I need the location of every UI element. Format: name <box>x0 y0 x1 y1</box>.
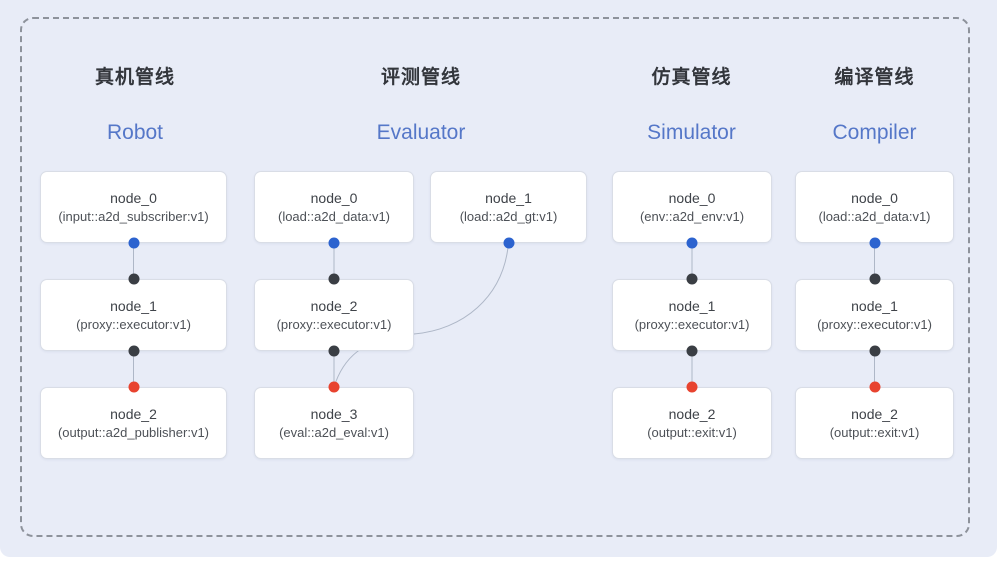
pipeline-title-zh-robot: 真机管线 <box>94 67 176 88</box>
node-label: node_0 <box>310 190 358 206</box>
node-type: (proxy::executor:v1) <box>76 317 191 332</box>
node-box-robot-node-2: node_2(output::a2d_publisher:v1) <box>40 387 227 459</box>
node-type: (load::a2d_data:v1) <box>277 209 391 224</box>
port-dot-input <box>128 381 139 393</box>
node-label: node_3 <box>310 406 358 422</box>
node-type: (output::a2d_publisher:v1) <box>57 425 210 440</box>
node-box-simulator-node-0: node_0(env::a2d_env:v1) <box>612 171 772 243</box>
node-label: node_2 <box>110 406 157 422</box>
port-dot-link <box>869 345 880 357</box>
node-box-robot-node-1: node_1(proxy::executor:v1) <box>40 279 227 351</box>
pipeline-title-en-evaluator: Evaluator <box>376 121 466 144</box>
pipeline-title-en-robot: Robot <box>106 121 164 144</box>
dashed-frame <box>20 17 970 537</box>
edge-curve <box>333 242 509 388</box>
node-box-compiler-node-0: node_0(load::a2d_data:v1) <box>795 171 954 243</box>
port-dot-output <box>503 237 514 249</box>
node-box-evaluator-node-0: node_0(load::a2d_data:v1) <box>254 171 414 243</box>
port-dot-input <box>686 381 698 393</box>
node-type: (input::a2d_subscriber:v1) <box>58 209 209 224</box>
node-type: (eval::a2d_eval:v1) <box>279 425 389 440</box>
node-type: (output::exit:v1) <box>647 425 737 440</box>
pipeline-title-en-compiler: Compiler <box>832 121 917 144</box>
node-type: (load::a2d_data:v1) <box>818 209 931 224</box>
node-type: (load::a2d_gt:v1) <box>459 209 558 224</box>
pipeline-title-zh-compiler: 编译管线 <box>834 67 915 88</box>
node-type: (env::a2d_env:v1) <box>639 209 745 224</box>
pipeline-title-en-simulator: Simulator <box>647 121 736 144</box>
node-box-compiler-node-2: node_2(output::exit:v1) <box>795 387 954 459</box>
pipeline-title-zh-simulator: 仿真管线 <box>651 67 732 88</box>
port-dot-output <box>869 237 880 249</box>
node-label: node_1 <box>110 298 157 314</box>
node-label: node_0 <box>668 190 716 206</box>
node-type: (proxy::executor:v1) <box>276 317 392 332</box>
node-box-compiler-node-1: node_1(proxy::executor:v1) <box>795 279 954 351</box>
node-box-evaluator-node-3: node_3(eval::a2d_eval:v1) <box>254 387 414 459</box>
node-label: node_2 <box>668 406 716 422</box>
node-label: node_2 <box>851 406 898 422</box>
node-box-evaluator-node-1: node_1(load::a2d_gt:v1) <box>430 171 587 243</box>
port-dot-output <box>128 237 139 249</box>
port-dot-link <box>128 345 139 357</box>
port-dot-output <box>328 237 340 249</box>
node-label: node_0 <box>851 190 898 206</box>
port-dot-output <box>686 237 698 249</box>
node-label: node_2 <box>310 298 358 314</box>
node-type: (proxy::executor:v1) <box>634 317 750 332</box>
node-label: node_1 <box>851 298 898 314</box>
node-label: node_1 <box>668 298 716 314</box>
node-box-evaluator-node-2: node_2(proxy::executor:v1) <box>254 279 414 351</box>
node-box-simulator-node-2: node_2(output::exit:v1) <box>612 387 772 459</box>
node-box-simulator-node-1: node_1(proxy::executor:v1) <box>612 279 772 351</box>
port-dot-input <box>869 381 880 393</box>
port-dot-link <box>869 273 880 285</box>
node-label: node_0 <box>110 190 157 206</box>
port-dot-link <box>686 345 698 357</box>
node-label: node_1 <box>485 190 532 206</box>
port-dot-input <box>328 381 340 393</box>
port-dot-link <box>328 345 340 357</box>
node-type: (proxy::executor:v1) <box>817 317 932 332</box>
node-box-robot-node-0: node_0(input::a2d_subscriber:v1) <box>40 171 227 243</box>
port-dot-link <box>128 273 139 285</box>
port-dot-link <box>686 273 698 285</box>
node-type: (output::exit:v1) <box>829 425 920 440</box>
port-dot-link <box>328 273 340 285</box>
pipeline-title-zh-evaluator: 评测管线 <box>380 67 462 88</box>
